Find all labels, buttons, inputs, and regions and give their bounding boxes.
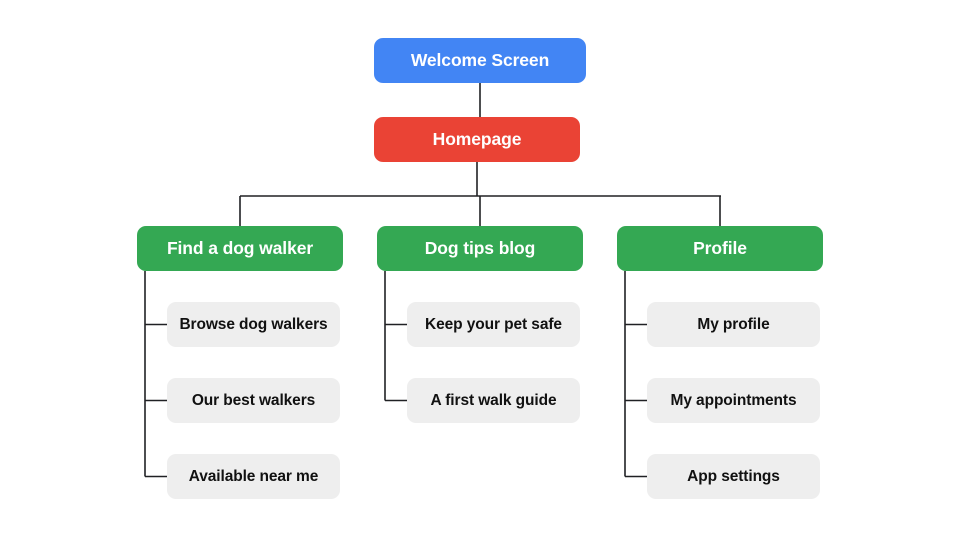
node-leaf[interactable]: My appointments	[647, 378, 820, 423]
node-label: Homepage	[432, 129, 522, 149]
node-label: Welcome Screen	[410, 50, 550, 70]
node-label: Keep your pet safe	[425, 315, 562, 333]
node-label: Find a dog walker	[166, 238, 314, 258]
node-branch[interactable]: Dog tips blog	[377, 226, 583, 271]
node-leaf[interactable]: Browse dog walkers	[167, 302, 340, 347]
node-label: Browse dog walkers	[179, 315, 328, 333]
node-label: App settings	[687, 467, 780, 485]
node-label: My appointments	[670, 391, 797, 409]
node-label: Profile	[693, 238, 747, 258]
node-leaf[interactable]: My profile	[647, 302, 820, 347]
node-label: Dog tips blog	[424, 238, 536, 258]
node-leaf[interactable]: A first walk guide	[407, 378, 580, 423]
node-leaf[interactable]: Keep your pet safe	[407, 302, 580, 347]
node-branch[interactable]: Profile	[617, 226, 823, 271]
node-label: Our best walkers	[191, 391, 316, 409]
node-label: Available near me	[188, 467, 319, 485]
node-branch[interactable]: Find a dog walker	[137, 226, 343, 271]
node-leaf[interactable]: Available near me	[167, 454, 340, 499]
node-leaf[interactable]: Our best walkers	[167, 378, 340, 423]
node-homepage[interactable]: Homepage	[374, 117, 580, 162]
node-leaf[interactable]: App settings	[647, 454, 820, 499]
node-label: My profile	[697, 315, 770, 333]
node-label: A first walk guide	[430, 391, 557, 409]
node-welcome-screen[interactable]: Welcome Screen	[374, 38, 586, 83]
